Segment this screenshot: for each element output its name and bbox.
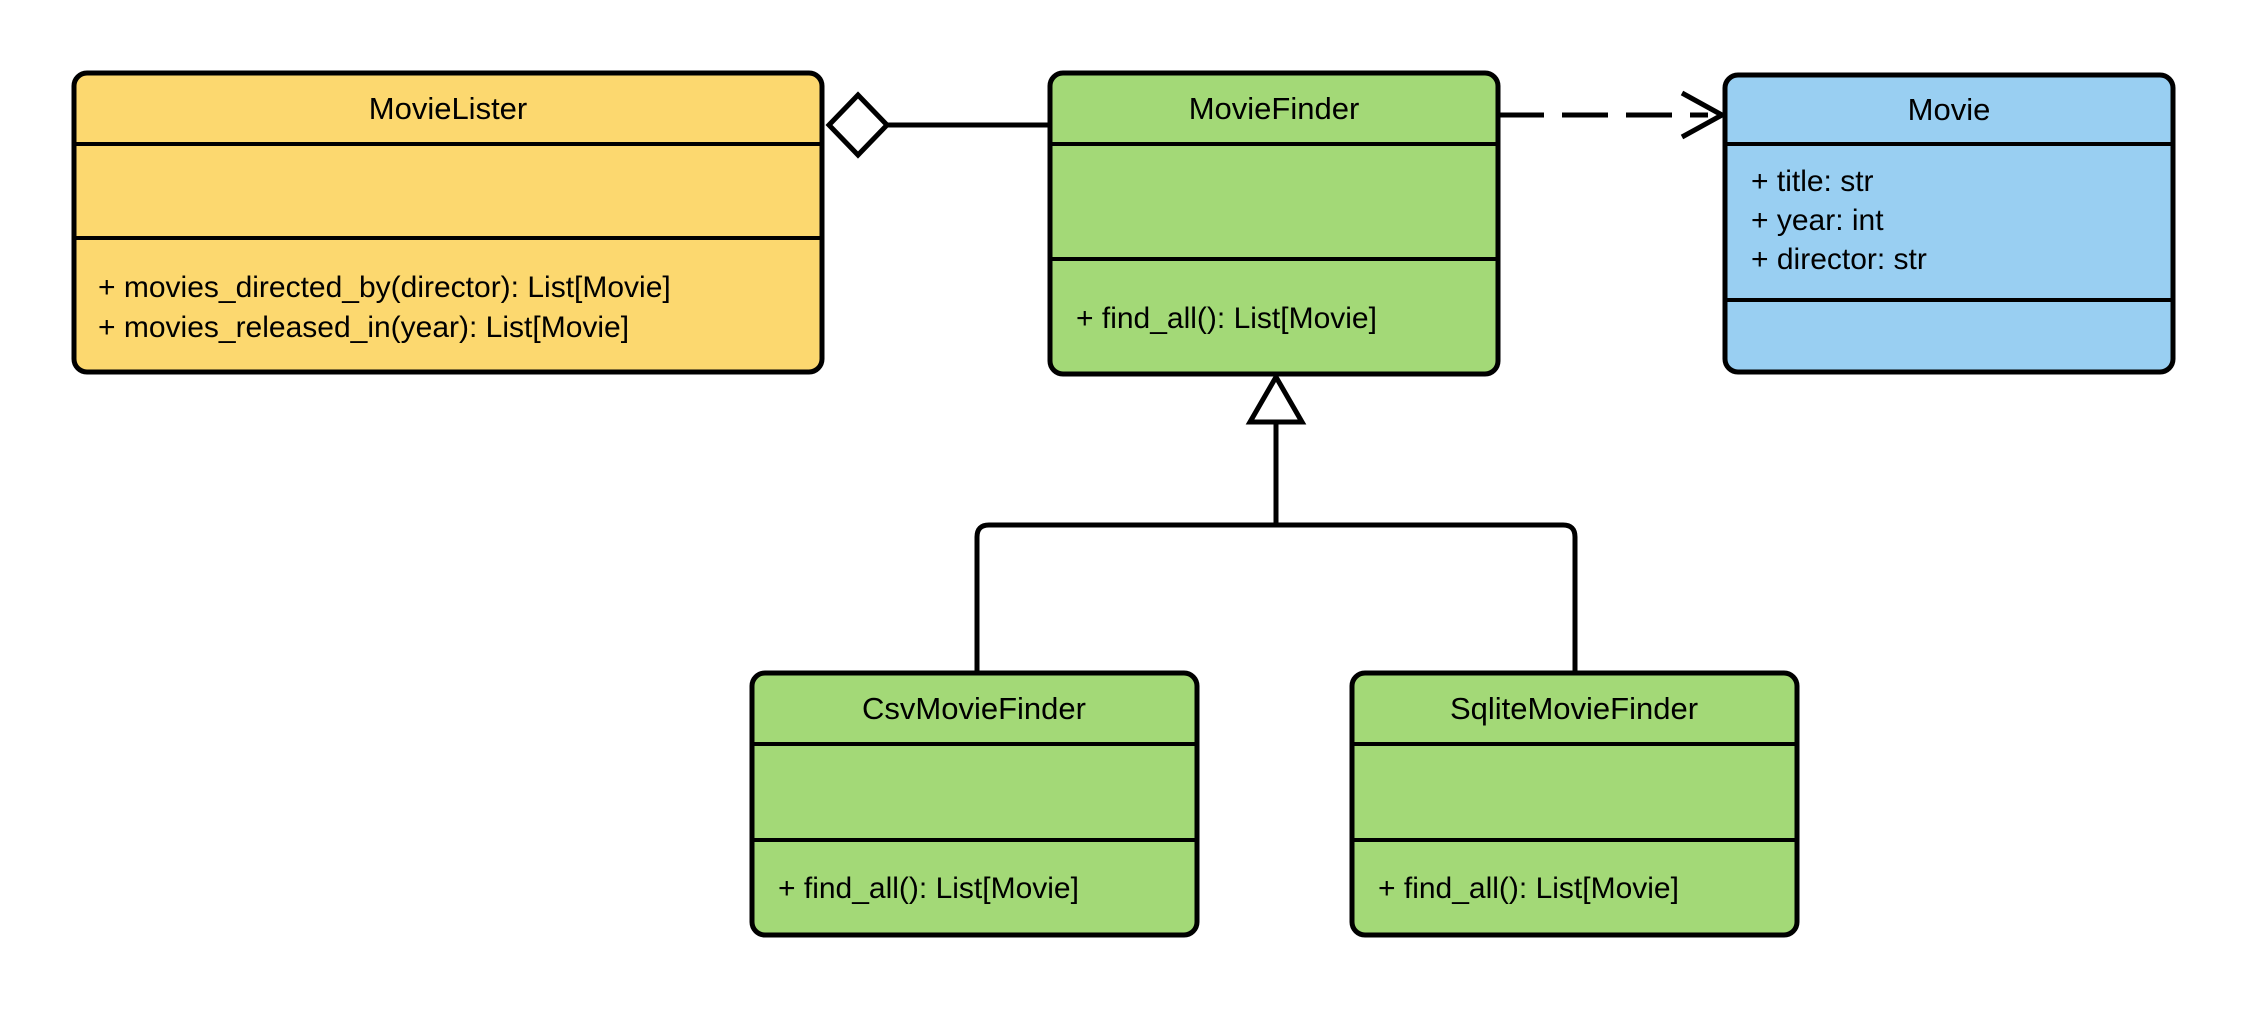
movielister-box xyxy=(71,70,825,375)
class-moviefinder: MovieFinder + find_all(): List[Movie] xyxy=(1047,70,1501,377)
movie-title: Movie xyxy=(1908,92,1991,127)
aggregation-connector xyxy=(825,91,1050,159)
moviefinder-title: MovieFinder xyxy=(1189,91,1360,126)
dependency-connector xyxy=(1498,90,1728,140)
movielister-method: + movies_directed_by(director): List[Mov… xyxy=(98,271,671,304)
csvmoviefinder-method: + find_all(): List[Movie] xyxy=(778,872,1079,905)
sqlitemoviefinder-title: SqliteMovieFinder xyxy=(1450,691,1698,726)
moviefinder-method: + find_all(): List[Movie] xyxy=(1076,302,1377,335)
class-sqlitemoviefinder: SqliteMovieFinder + find_all(): List[Mov… xyxy=(1349,670,1800,938)
generalization-connector xyxy=(974,372,1578,675)
movie-attribute: + year: int xyxy=(1751,204,1884,237)
movie-attribute: + title: str xyxy=(1751,165,1874,198)
generalization-branch-line xyxy=(974,522,1578,675)
movielister-title: MovieLister xyxy=(369,91,528,126)
aggregation-diamond xyxy=(825,91,891,159)
class-movielister: MovieLister + movies_directed_by(directo… xyxy=(71,70,825,375)
movie-box xyxy=(1722,72,2176,375)
movielister-method: + movies_released_in(year): List[Movie] xyxy=(98,311,629,344)
csvmoviefinder-box xyxy=(749,670,1200,938)
sqlitemoviefinder-method: + find_all(): List[Movie] xyxy=(1378,872,1679,905)
moviefinder-box xyxy=(1047,70,1501,377)
class-csvmoviefinder: CsvMovieFinder + find_all(): List[Movie] xyxy=(749,670,1200,938)
sqlitemoviefinder-box xyxy=(1349,670,1800,938)
movie-attribute: + director: str xyxy=(1751,243,1927,276)
class-movie: Movie + title: str + year: int + directo… xyxy=(1722,72,2176,375)
generalization-triangle xyxy=(1245,372,1307,425)
dependency-arrowhead xyxy=(1680,90,1728,140)
csvmoviefinder-title: CsvMovieFinder xyxy=(862,691,1086,726)
